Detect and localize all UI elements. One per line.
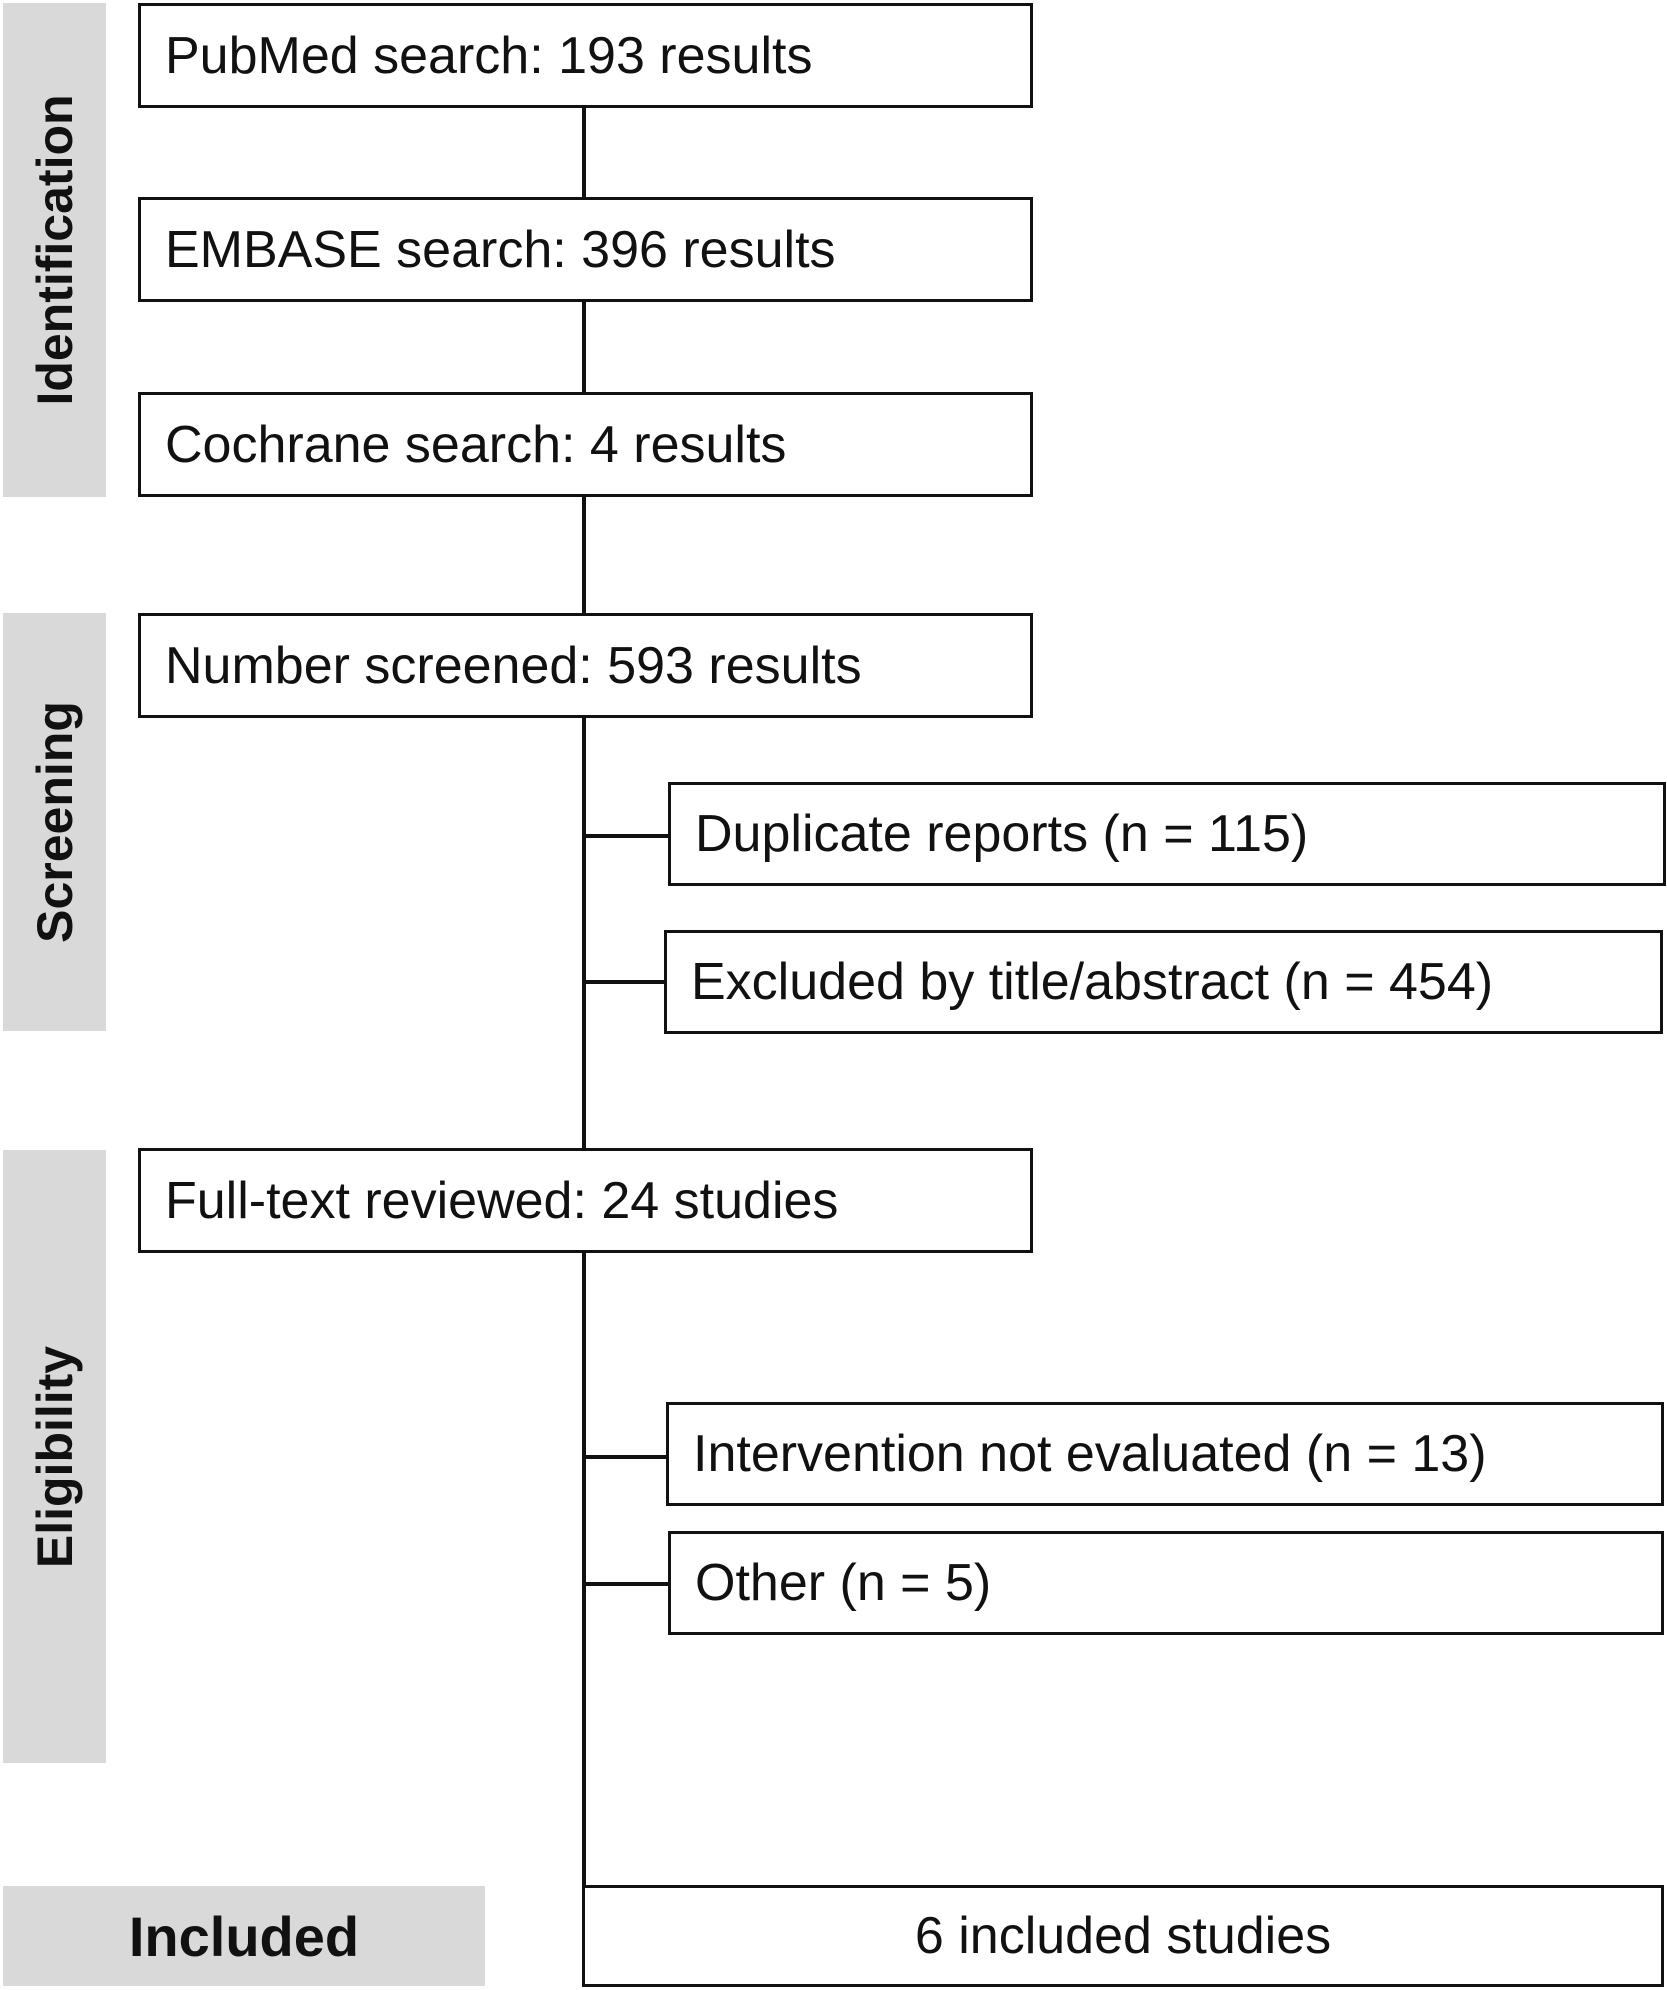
cochrane-search-text: Cochrane search: 4 results — [165, 415, 787, 474]
phase-screening: Screening — [3, 613, 106, 1031]
pubmed-search-box: PubMed search: 193 results — [138, 3, 1033, 108]
branch-line-excluded-title — [582, 980, 667, 984]
full-text-reviewed-text: Full-text reviewed: 24 studies — [165, 1171, 839, 1230]
intervention-not-evaluated-text: Intervention not evaluated (n = 13) — [693, 1425, 1487, 1483]
duplicate-reports-text: Duplicate reports (n = 115) — [695, 805, 1309, 863]
phase-screening-label: Screening — [26, 701, 83, 943]
pubmed-search-text: PubMed search: 193 results — [165, 26, 813, 85]
phase-eligibility: Eligibility — [3, 1150, 106, 1763]
included-studies-text: 6 included studies — [914, 1907, 1332, 1965]
phase-eligibility-label: Eligibility — [26, 1345, 83, 1568]
number-screened-text: Number screened: 593 results — [165, 636, 862, 695]
phase-included: Included — [3, 1886, 485, 1986]
branch-line-duplicates — [582, 834, 670, 838]
phase-identification: Identification — [3, 3, 106, 497]
other-exclusions-box: Other (n = 5) — [668, 1531, 1664, 1635]
cochrane-search-box: Cochrane search: 4 results — [138, 392, 1033, 497]
phase-included-label: Included — [128, 1904, 360, 1968]
full-text-reviewed-box: Full-text reviewed: 24 studies — [138, 1148, 1033, 1253]
embase-search-text: EMBASE search: 396 results — [165, 220, 836, 279]
number-screened-box: Number screened: 593 results — [138, 613, 1033, 718]
branch-line-not-evaluated — [582, 1455, 669, 1459]
excluded-title-abstract-box: Excluded by title/abstract (n = 454) — [664, 930, 1663, 1034]
main-connector-line — [582, 107, 586, 1889]
other-exclusions-text: Other (n = 5) — [695, 1554, 992, 1612]
excluded-title-abstract-text: Excluded by title/abstract (n = 454) — [691, 953, 1494, 1011]
intervention-not-evaluated-box: Intervention not evaluated (n = 13) — [666, 1402, 1664, 1506]
phase-identification-label: Identification — [26, 94, 83, 406]
duplicate-reports-box: Duplicate reports (n = 115) — [668, 782, 1666, 886]
branch-line-other — [582, 1582, 670, 1586]
included-studies-box: 6 included studies — [582, 1885, 1664, 1987]
embase-search-box: EMBASE search: 396 results — [138, 197, 1033, 302]
